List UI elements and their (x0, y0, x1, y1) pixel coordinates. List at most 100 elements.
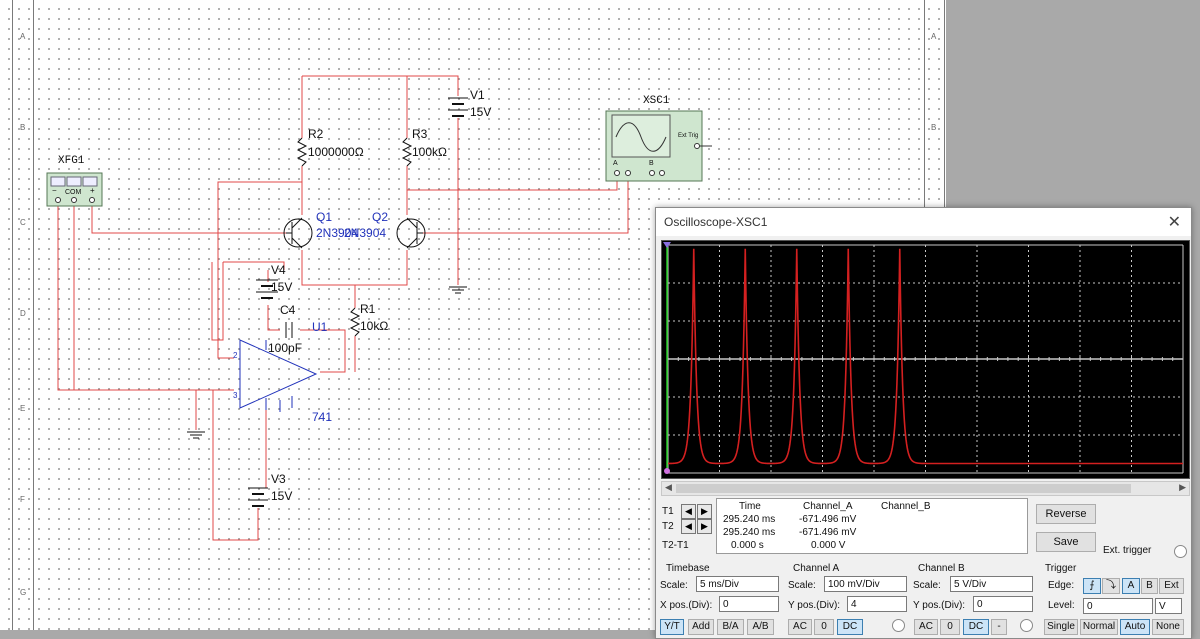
channel-a-title: Channel A (793, 563, 839, 574)
channel-b-scale-label: Scale: (913, 580, 941, 591)
readout-t1-a: -671.496 mV (799, 514, 856, 525)
readout-t2-a: -671.496 mV (799, 527, 856, 538)
channel-a-dc-button[interactable]: DC (837, 619, 863, 635)
channel-b-dc-button[interactable]: DC (963, 619, 989, 635)
t2-left-arrow-icon[interactable]: ◀ (681, 519, 696, 534)
readout-dt-a: 0.000 V (811, 540, 845, 551)
xsc1-a-label: A (613, 160, 618, 167)
channel-a-scale-label: Scale: (788, 580, 816, 591)
trigger-falling-edge-icon[interactable]: ⤵ (1102, 578, 1120, 594)
q2-transistor[interactable] (397, 218, 425, 248)
scroll-right-icon[interactable]: ▶ (1179, 482, 1186, 493)
scroll-left-icon[interactable]: ◀ (665, 482, 672, 493)
r1-value: 10kΩ (360, 319, 388, 333)
save-button[interactable]: Save (1036, 532, 1096, 552)
xfg1-minus-label: − (52, 186, 57, 195)
cursor-readout-table: Time Channel_A Channel_B 295.240 ms -671… (716, 498, 1028, 554)
xsc1-ext-trig-label: Ext Trig (678, 133, 698, 139)
close-icon[interactable]: ✕ (1168, 212, 1181, 232)
channel-b-scale-input[interactable]: 5 V/Div (950, 576, 1033, 592)
t1-label: T1 (662, 506, 674, 517)
trigger-edge-label: Edge: (1048, 580, 1074, 591)
r2-ref: R2 (308, 127, 323, 141)
v1-ref: V1 (470, 88, 485, 102)
channel-b-title: Channel B (918, 563, 965, 574)
c4-ref: C4 (280, 303, 295, 317)
trigger-single-button[interactable]: Single (1044, 619, 1078, 635)
q1-ref: Q1 (316, 210, 332, 224)
channel-a-ac-button[interactable]: AC (788, 619, 812, 635)
c4-capacitor[interactable] (286, 322, 292, 338)
readout-header-channel-b: Channel_B (881, 501, 930, 512)
t1-right-arrow-icon[interactable]: ▶ (697, 504, 712, 519)
c4-value: 100pF (268, 341, 302, 355)
v3-value: 15V (271, 489, 292, 503)
trigger-source-ext-button[interactable]: Ext (1159, 578, 1184, 594)
channel-b-invert-button[interactable]: - (991, 619, 1007, 635)
r1-ref: R1 (360, 302, 375, 316)
q2-model: 2N3904 (344, 226, 386, 240)
readout-header-time: Time (739, 501, 761, 512)
r3-resistor[interactable] (403, 138, 411, 166)
trigger-source-a-button[interactable]: A (1122, 578, 1140, 594)
oscilloscope-screen[interactable] (661, 240, 1190, 479)
trigger-level-input[interactable]: 0 (1083, 598, 1153, 614)
channel-a-terminal[interactable] (892, 619, 905, 632)
cursor-t2-handle[interactable] (664, 468, 670, 474)
v3-ref: V3 (271, 472, 286, 486)
readout-header-channel-a: Channel_A (803, 501, 852, 512)
channel-a-ypos-label: Y pos.(Div): (788, 600, 840, 611)
channel-b-terminal[interactable] (1020, 619, 1033, 632)
r3-ref: R3 (412, 127, 427, 141)
trigger-auto-button[interactable]: Auto (1120, 619, 1150, 635)
xfg1-label: XFG1 (58, 155, 84, 167)
mode-ba-button[interactable]: B/A (717, 619, 744, 635)
svg-text:3: 3 (233, 391, 238, 400)
scroll-thumb[interactable] (676, 484, 1131, 493)
xsc1-instrument[interactable] (606, 111, 712, 181)
t1-left-arrow-icon[interactable]: ◀ (681, 504, 696, 519)
v3-source[interactable] (248, 488, 268, 506)
channel-b-ac-button[interactable]: AC (914, 619, 938, 635)
t2-label: T2 (662, 521, 674, 532)
mode-yt-button[interactable]: Y/T (660, 619, 684, 635)
mode-ab-button[interactable]: A/B (747, 619, 774, 635)
u1-ref: U1 (312, 320, 327, 334)
readout-t1-time: 295.240 ms (723, 514, 775, 525)
trigger-rising-edge-icon[interactable]: ⨍ (1083, 578, 1101, 594)
channel-a-zero-button[interactable]: 0 (814, 619, 834, 635)
xsc1-b-label: B (649, 160, 654, 167)
timebase-scale-label: Scale: (660, 580, 688, 591)
r1-resistor[interactable] (351, 308, 359, 336)
svg-text:2: 2 (233, 351, 238, 360)
timebase-xpos-input[interactable]: 0 (719, 596, 779, 612)
timebase-title: Timebase (666, 563, 710, 574)
channel-b-ypos-input[interactable]: 0 (973, 596, 1033, 612)
screen-scrollbar[interactable]: ◀ ▶ (661, 481, 1190, 496)
v1-source[interactable] (448, 98, 468, 116)
t2-right-arrow-icon[interactable]: ▶ (697, 519, 712, 534)
t2-t1-label: T2-T1 (662, 540, 689, 551)
q1-transistor[interactable] (284, 218, 312, 248)
trigger-normal-button[interactable]: Normal (1080, 619, 1118, 635)
xfg1-plus-label: + (90, 186, 95, 195)
timebase-xpos-label: X pos.(Div): (660, 600, 712, 611)
trigger-source-b-button[interactable]: B (1141, 578, 1158, 594)
timebase-scale-input[interactable]: 5 ms/Div (696, 576, 779, 592)
mode-add-button[interactable]: Add (688, 619, 714, 635)
v1-value: 15V (470, 105, 491, 119)
oscilloscope-window[interactable]: Oscilloscope-XSC1 ✕ ◀ ▶ T1 ◀ ▶ T2 ◀ ▶ T2… (655, 207, 1192, 639)
r2-value: 1000000Ω (308, 145, 364, 159)
r3-value: 100kΩ (412, 145, 447, 159)
u1-model: 741 (312, 410, 332, 424)
trigger-none-button[interactable]: None (1152, 619, 1184, 635)
trigger-level-unit[interactable]: V (1155, 598, 1182, 614)
ext-trigger-terminal[interactable] (1174, 545, 1187, 558)
reverse-button[interactable]: Reverse (1036, 504, 1096, 524)
channel-a-ypos-input[interactable]: 4 (847, 596, 907, 612)
trigger-title: Trigger (1045, 563, 1076, 574)
oscilloscope-titlebar[interactable]: Oscilloscope-XSC1 ✕ (656, 208, 1191, 236)
channel-a-scale-input[interactable]: 100 mV/Div (824, 576, 907, 592)
channel-b-zero-button[interactable]: 0 (940, 619, 960, 635)
r2-resistor[interactable] (298, 138, 306, 166)
